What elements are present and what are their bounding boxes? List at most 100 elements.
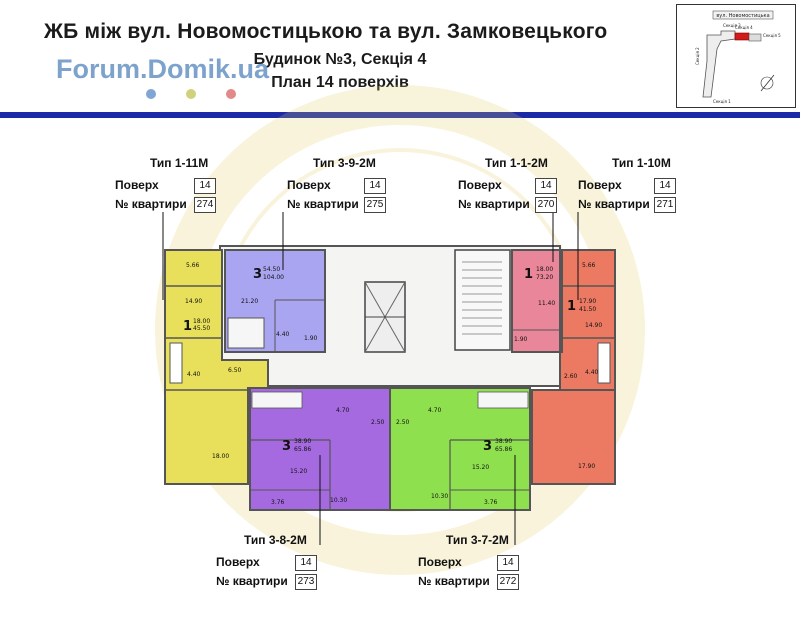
rooms-275: 3 — [253, 267, 262, 282]
room-area-labels: 5.66 14.90 4.40 6.50 18.00 21.20 4.40 1.… — [185, 262, 602, 506]
floor-label-270: Поверх — [458, 178, 502, 192]
apartment-number-271: 271 — [654, 197, 676, 213]
area-271-0: 5.66 — [582, 262, 596, 269]
compass-icon — [760, 76, 774, 90]
area-272-4: 3.76 — [484, 499, 498, 506]
floor-value-272: 14 — [497, 555, 519, 571]
apartment-number-274: 274 — [194, 197, 216, 213]
staircase — [454, 249, 511, 351]
floor-value-275: 14 — [364, 178, 386, 194]
apartment-label-273: № квартири — [216, 574, 288, 588]
unit-type-270: Тип 1-1-2М — [485, 156, 548, 170]
floor-label-273: Поверх — [216, 555, 260, 569]
area-274-2: 4.40 — [187, 371, 201, 378]
watermark-dot-yellow — [186, 89, 196, 99]
minimap-section-3-label: Секція 3 — [723, 23, 741, 28]
apartment-271[interactable] — [531, 249, 616, 485]
floor-label-274: Поверх — [115, 178, 159, 192]
page-title: ЖБ між вул. Новомостицькою та вул. Замко… — [44, 20, 608, 43]
apartment-number-275: 275 — [364, 197, 386, 213]
living-275: 54.50 — [263, 266, 280, 273]
living-272: 38.90 — [495, 438, 512, 445]
total-270: 73.20 — [536, 274, 553, 281]
minimap-section-5-block — [748, 33, 762, 42]
minimap-section-1-label: Секція 1 — [713, 99, 731, 104]
apartment-275[interactable] — [224, 249, 326, 353]
apartment-number-270: 270 — [535, 197, 557, 213]
area-275-0: 21.20 — [241, 298, 258, 305]
total-273: 65.86 — [294, 446, 311, 453]
minimap-drawing: вул. Новомостицька Секція 3 Секція 4 Сек… — [695, 10, 781, 104]
apartment-number-273: 273 — [295, 574, 317, 590]
area-271-3: 2.60 — [564, 373, 578, 380]
total-274: 45.50 — [193, 325, 210, 332]
area-271-1: 14.90 — [585, 322, 602, 329]
site-minimap: вул. Новомостицька Секція 3 Секція 4 Сек… — [676, 4, 796, 108]
total-272: 65.86 — [495, 446, 512, 453]
watermark-logo: Forum.Domik.ua — [56, 54, 270, 84]
compass-needle-icon — [760, 74, 775, 92]
area-273-2: 15.20 — [290, 468, 307, 475]
apartment-label-274: № квартири — [115, 197, 187, 211]
minimap-street-box — [712, 10, 774, 20]
bathtub-icon — [169, 342, 183, 384]
apartment-270[interactable] — [511, 249, 561, 353]
rooms-274: 1 — [183, 319, 192, 334]
total-275: 104.00 — [263, 274, 284, 281]
area-274-3: 6.50 — [228, 367, 242, 374]
apartment-summary-labels: 1 18.00 45.50 3 54.50 104.00 1 18.00 73.… — [183, 266, 596, 454]
floor-value-274: 14 — [194, 178, 216, 194]
minimap-street-label: вул. Новомостицька — [716, 13, 769, 19]
area-273-4: 3.76 — [271, 499, 285, 506]
header-panel — [0, 0, 800, 112]
unit-type-274: Тип 1-11М — [150, 156, 209, 170]
watermark-dot-red — [226, 89, 236, 99]
unit-type-272: Тип 3-7-2М — [446, 533, 509, 547]
apartment-label-272: № квартири — [418, 574, 490, 588]
area-273-3: 10.30 — [330, 497, 347, 504]
floor-label-271: Поверх — [578, 178, 622, 192]
apartment-label-271: № квартири — [578, 197, 650, 211]
area-274-0: 5.66 — [186, 262, 200, 269]
total-271: 41.50 — [579, 306, 596, 313]
living-274: 18.00 — [193, 318, 210, 325]
area-275-1: 4.40 — [276, 331, 290, 338]
area-271-2: 4.40 — [585, 369, 599, 376]
minimap-building-outline — [702, 30, 736, 98]
watermark-dot-blue — [146, 89, 156, 99]
area-274-1: 14.90 — [185, 298, 202, 305]
minimap-section-4-label: Секція 4 — [735, 25, 753, 30]
rooms-272: 3 — [483, 439, 492, 454]
apartment-label-275: № квартири — [287, 197, 359, 211]
apartment-number-272: 272 — [497, 574, 519, 590]
rooms-271: 1 — [567, 299, 576, 314]
area-273-1: 2.50 — [371, 419, 385, 426]
living-270: 18.00 — [536, 266, 553, 273]
apartment-label-270: № квартири — [458, 197, 530, 211]
minimap-section-2-label: Секція 2 — [695, 47, 700, 65]
area-270-0: 11.40 — [538, 300, 555, 307]
rooms-273: 3 — [282, 439, 291, 454]
area-272-2: 15.20 — [472, 464, 489, 471]
rooms-270: 1 — [524, 267, 533, 282]
unit-type-271: Тип 1-10М — [612, 156, 671, 170]
floor-value-271: 14 — [654, 178, 676, 194]
apartment-275-stair-icon — [227, 317, 265, 349]
area-272-1: 2.50 — [396, 419, 410, 426]
area-275-2: 1.90 — [304, 335, 318, 342]
floor-label-275: Поверх — [287, 178, 331, 192]
area-271-4: 17.90 — [578, 463, 595, 470]
unit-type-275: Тип 3-9-2М — [313, 156, 376, 170]
minimap-section-5-label: Секція 5 — [763, 33, 781, 38]
apartment-272[interactable] — [389, 387, 531, 511]
area-274-4: 18.00 — [212, 453, 229, 460]
living-273: 38.90 — [294, 438, 311, 445]
area-272-0: 4.70 — [428, 407, 442, 414]
floor-value-270: 14 — [535, 178, 557, 194]
floor-value-273: 14 — [295, 555, 317, 571]
building-section-title: Будинок №3, Секція 4 — [253, 51, 427, 68]
area-272-3: 10.30 — [431, 493, 448, 500]
living-271: 17.90 — [579, 298, 596, 305]
bathtub-icon-right — [597, 342, 611, 384]
